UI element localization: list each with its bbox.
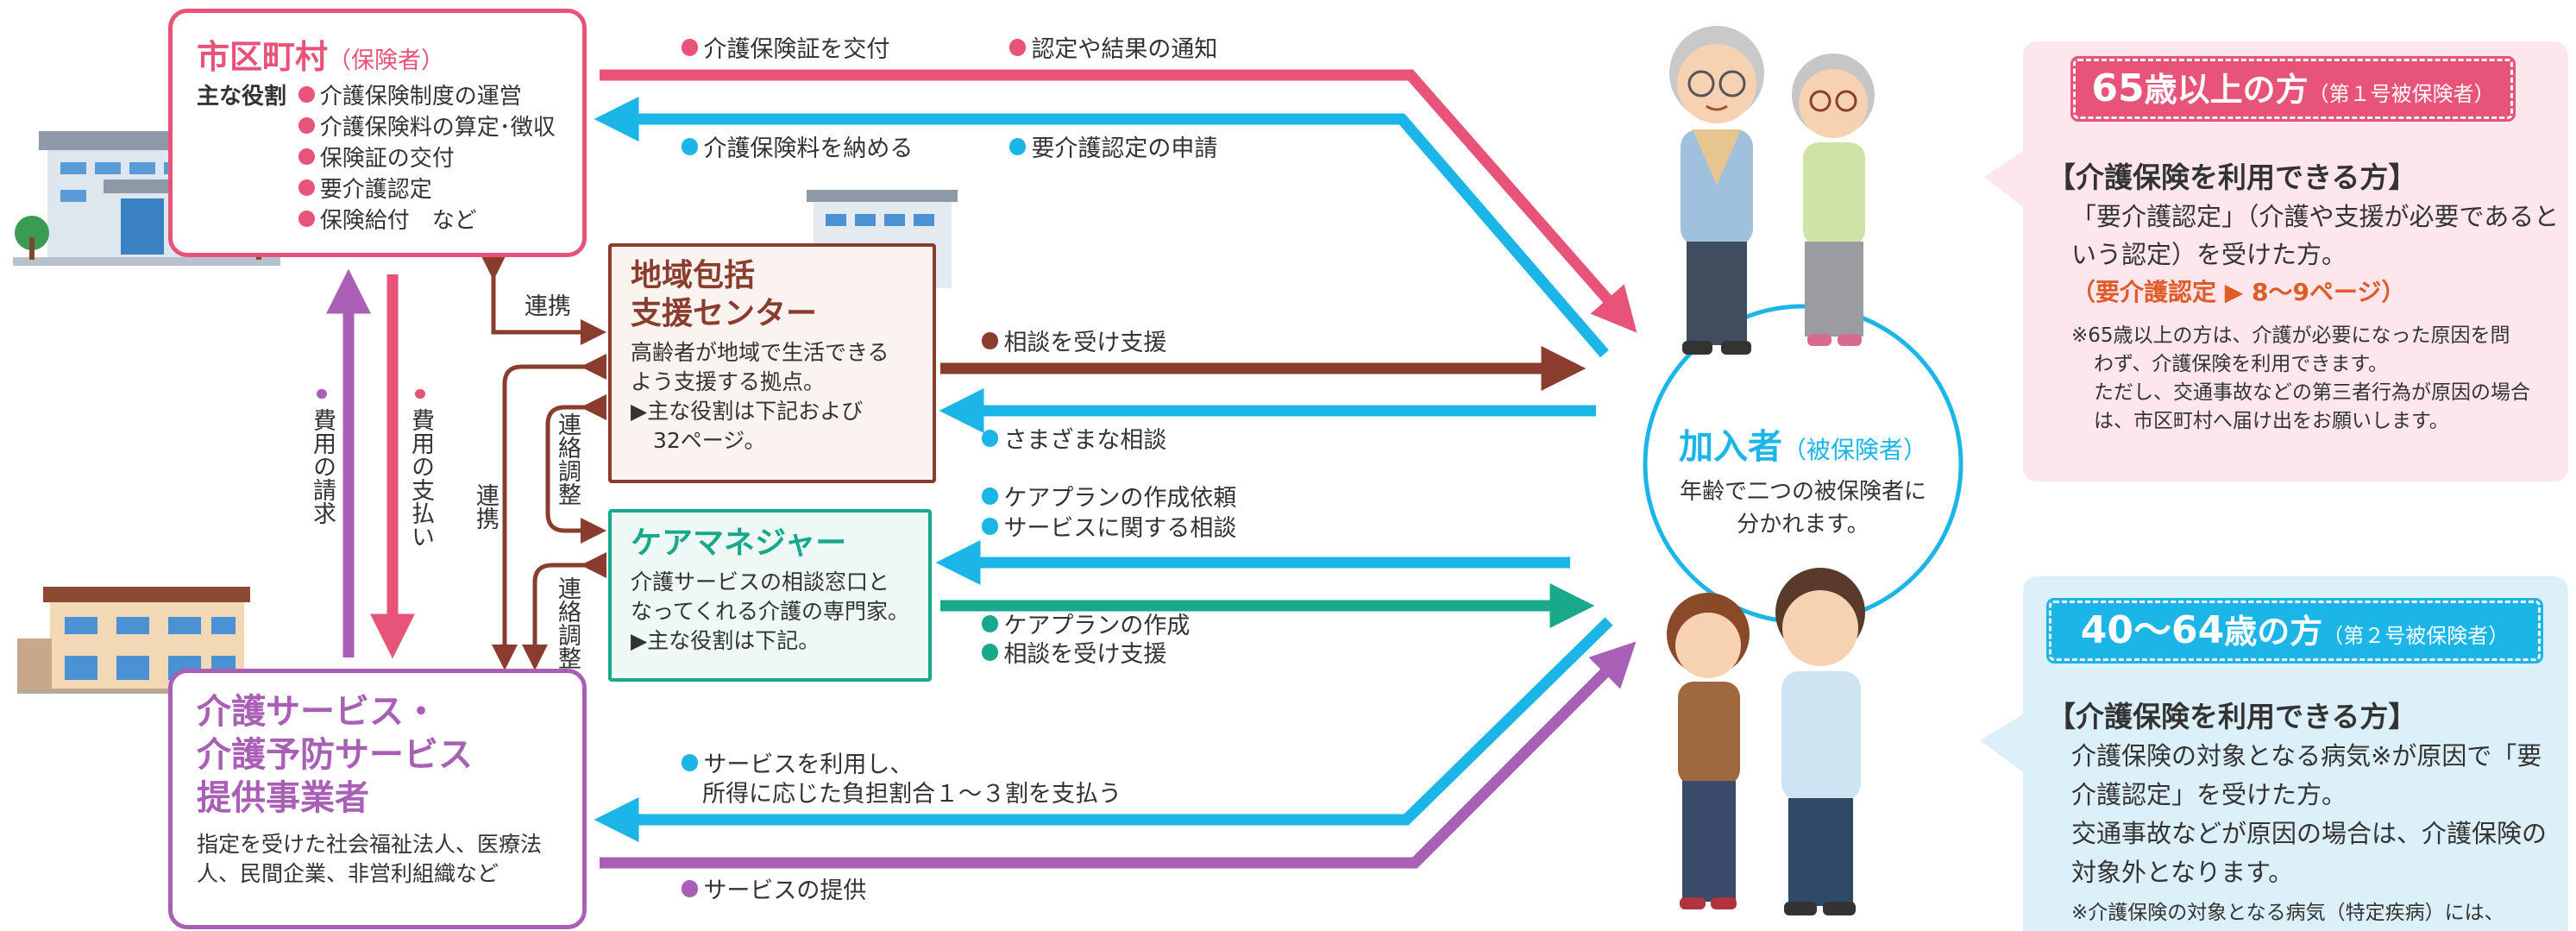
municipality-role: 要介護認定 (298, 174, 582, 205)
provider-desc: 指定を受けた社会福祉法人、医療法 (197, 832, 543, 857)
link-collab-lower (492, 354, 606, 670)
panel-40-pointer (1980, 714, 2023, 772)
flow-label-collab-1: 連携 (525, 293, 571, 320)
flow-label-plan-create: ケアプランの作成 (982, 611, 1190, 642)
municipality-box: 市区町村（保険者） 主な役割 介護保険制度の運営 介護保険料の算定･徴収 保険証… (168, 9, 587, 257)
pink-dot-icon (1009, 39, 1027, 56)
flow-label-collab-2: 連携 (472, 483, 499, 530)
panel-40-body: 介護保険の対象となる病気※が原因で「要 (2071, 741, 2542, 771)
hub-desc: よう支援する拠点。 (631, 369, 826, 394)
arrow-provide-service (600, 641, 1637, 869)
purple-dot-icon (682, 880, 699, 897)
flow-label-apply: 要介護認定の申請 (1009, 134, 1217, 165)
hub-desc: ▶主な役割は下記および (631, 399, 864, 424)
caremanager-title: ケアマネジャー (631, 525, 847, 561)
green-dot-icon (982, 615, 999, 632)
link-liaison-upper (545, 394, 606, 544)
caremanager-desc: ▶主な役割は下記。 (631, 628, 820, 653)
green-dot-icon (982, 644, 999, 661)
flow-label-consult-support-2: 相談を受け支援 (982, 639, 1166, 670)
pink-dot-icon (415, 388, 425, 399)
panel-65-body: いう認定）を受けた方。 (2071, 240, 2347, 269)
blue-dot-icon (982, 488, 999, 505)
caremanager-box: ケアマネジャー 介護サービスの相談窓口と なってくれる介護の専門家。 ▶主な役割… (608, 509, 932, 682)
provider-box: 介護サービス・ 介護予防サービス 提供事業者 指定を受けた社会福祉法人、医療法 … (168, 669, 587, 929)
flow-label-provide-service: サービスの提供 (682, 876, 866, 907)
panel-40-body: 対象外となります。 (2071, 858, 2294, 887)
pink-dot-icon (682, 39, 699, 56)
flow-label-service-consult: サービスに関する相談 (982, 513, 1236, 544)
flow-label-cost-claim: 費用の請求 (307, 387, 336, 525)
arrow-use-service (594, 617, 1613, 842)
hub-box: 地域包括 支援センター 高齢者が地域で生活できる よう支援する拠点。 ▶主な役割… (608, 243, 936, 483)
panel-40-note: ※介護保険の対象となる病気（特定疾病）には、 (2071, 902, 2504, 924)
panel-65-note: ※65歳以上の方は、介護が必要になった原因を問 (2071, 324, 2510, 347)
flow-label-consult-support: 相談を受け支援 (982, 328, 1166, 359)
flow-label-issue-card: 介護保険証を交付 (682, 35, 889, 66)
brown-dot-icon (982, 332, 999, 349)
member-desc: 分かれます。 (1737, 512, 1869, 538)
municipality-title: 市区町村 (197, 38, 329, 76)
link-liaison-lower (522, 552, 606, 670)
blue-dot-icon (982, 430, 999, 447)
caremanager-desc: なってくれる介護の専門家。 (631, 599, 910, 624)
panel-65-pointer (1984, 151, 2023, 207)
flow-label-various-consult: さまざまな相談 (982, 425, 1166, 456)
flow-label-notice: 認定や結果の通知 (1009, 35, 1217, 66)
panel-65-ref: （要介護認定 ▶ 8～9ページ） (2071, 278, 2406, 306)
blue-dot-icon (982, 518, 999, 535)
panel-40-heading: 【介護保険を利用できる方】 (2047, 700, 2417, 733)
provider-title-2: 介護予防サービス (197, 735, 473, 775)
panel-40-64: 40～64歳の方（第２号被保険者） 【介護保険を利用できる方】 介護保険の対象と… (2023, 576, 2568, 931)
hub-title-1: 地域包括 (631, 258, 756, 293)
caremanager-desc: 介護サービスの相談窓口と (631, 569, 890, 594)
panel-65-body: 「要介護認定」（介護や支援が必要であると (2071, 202, 2560, 231)
flow-label-use-service: サービスを利用し、 所得に応じた負担割合１～３割を支払う (682, 751, 1122, 809)
blue-dot-icon (1009, 138, 1027, 155)
flow-label-cost-payment: 費用の支払い (405, 387, 435, 548)
hub-desc: 32ページ。 (653, 428, 766, 453)
municipality-subtitle: （保険者） (328, 47, 445, 74)
flow-label-liaison-2: 連絡調整 (554, 576, 581, 670)
panel-65: 65歳以上の方（第１号被保険者） 【介護保険を利用できる方】 「要介護認定」（介… (2023, 41, 2568, 481)
provider-desc: 人、民間企業、非営利組織など (197, 861, 499, 886)
flow-label-pay-premium: 介護保険料を納める (682, 134, 913, 165)
panel-65-note: わず、介護保険を利用できます。 (2094, 353, 2389, 375)
panel-65-title: 65歳以上の方（第１号被保険者） (2070, 56, 2516, 122)
hub-desc: 高齢者が地域で生活できる (631, 340, 889, 365)
municipality-role: 保険証の交付 (298, 143, 582, 174)
panel-65-heading: 【介護保険を利用できる方】 (2047, 160, 2417, 194)
purple-dot-icon (317, 388, 327, 399)
provider-title-1: 介護サービス・ (197, 692, 438, 732)
link-collab-upper (481, 255, 606, 345)
arrow-pay-premium (594, 97, 1609, 358)
member-label: 加入者（被保険者） 年齢で二つの被保険者に 分かれます。 (1648, 418, 1958, 541)
member-subtitle: （被保険者） (1781, 436, 1927, 464)
panel-65-note: は、市区町村へ届け出をお願いします。 (2094, 410, 2449, 432)
blue-dot-icon (682, 754, 699, 771)
panel-40-body: 交通事故などが原因の場合は、介護保険の (2071, 819, 2548, 848)
arrow-issue-card (600, 69, 1637, 333)
municipality-role: 介護保険制度の運営 (298, 81, 582, 112)
blue-dot-icon (682, 138, 699, 155)
municipality-roles-heading: 主な役割 (197, 84, 287, 110)
flow-label-plan-request: ケアプランの作成依頼 (982, 483, 1236, 514)
provider-title-3: 提供事業者 (197, 778, 369, 818)
member-desc: 年齢で二つの被保険者に (1679, 479, 1926, 505)
panel-40-64-title: 40～64歳の方（第２号被保険者） (2046, 598, 2543, 664)
panel-65-note: ただし、交通事故などの第三者行為が原因の場合 (2094, 381, 2530, 404)
middle-aged-couple-illustration (1667, 568, 1865, 915)
flow-label-liaison-1: 連絡調整 (554, 412, 581, 506)
elderly-couple-illustration (1669, 26, 1875, 355)
municipality-role: 保険給付 など (298, 205, 582, 236)
member-title: 加入者 (1678, 427, 1782, 467)
panel-40-body: 介護認定」を受けた方。 (2071, 780, 2347, 809)
hub-title-2: 支援センター (631, 296, 818, 331)
municipality-role: 介護保険料の算定･徴収 (298, 112, 582, 143)
